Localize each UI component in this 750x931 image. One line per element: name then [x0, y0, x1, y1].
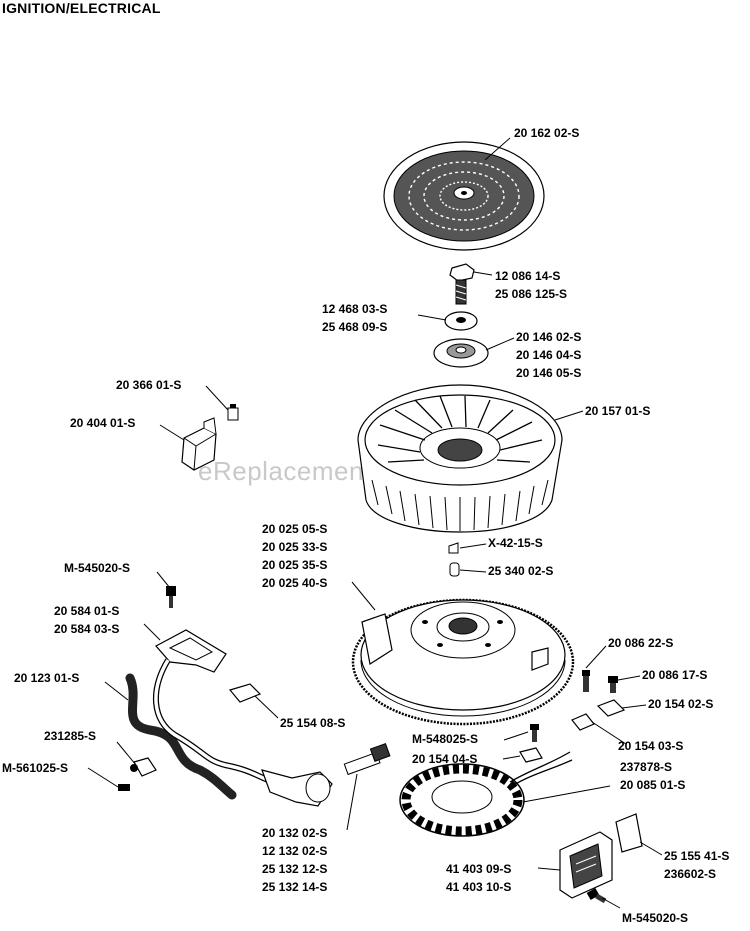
- label-25-132-14-s: 25 132 14-S: [262, 880, 327, 894]
- label-20-584-03-s: 20 584 03-S: [54, 622, 119, 636]
- label-12-132-02-s: 12 132 02-S: [262, 844, 327, 858]
- washer: [444, 311, 478, 331]
- label-m-561025-s: M-561025-S: [2, 761, 68, 775]
- label-20-085-01-s: 20 085 01-S: [620, 778, 685, 792]
- stator: [399, 751, 573, 837]
- label-20-025-35-s: 20 025 35-S: [262, 558, 327, 572]
- label-20-146-02-s: 20 146 02-S: [516, 330, 581, 344]
- screw-m548: [530, 724, 539, 742]
- cooling-fan: [357, 384, 563, 533]
- screw-200862: [582, 670, 590, 692]
- dowel-pin: [449, 562, 460, 577]
- label-20-132-02-s: 20 132 02-S: [262, 826, 327, 840]
- label-20-025-33-s: 20 025 33-S: [262, 540, 327, 554]
- spark-plug-boot: [261, 769, 333, 807]
- label-25-154-08-s: 25 154 08-S: [280, 716, 345, 730]
- spark-plug: [343, 742, 391, 776]
- ground-clip: [130, 757, 157, 777]
- label-20-086-17-s: 20 086 17-S: [642, 668, 707, 682]
- flywheel-key: [448, 542, 459, 554]
- label-25-086-125-s: 25 086 125-S: [495, 287, 567, 301]
- flywheel-screen: [383, 141, 545, 251]
- part-labels: 20 162 02-S 12 086 14-S 25 086 125-S 12 …: [2, 126, 729, 925]
- label-20-584-01-s: 20 584 01-S: [54, 604, 119, 618]
- label-20-146-05-s: 20 146 05-S: [516, 366, 581, 380]
- fan-retainer-cup: [433, 338, 489, 368]
- label-41-403-10-s: 41 403 10-S: [446, 880, 511, 894]
- wire-clip: [228, 683, 262, 703]
- label-25-468-09-s: 25 468 09-S: [322, 320, 387, 334]
- label-20-404-01-s: 20 404 01-S: [70, 416, 135, 430]
- label-25-155-41-s: 25 155 41-S: [664, 849, 729, 863]
- regulator-bracket: [615, 813, 643, 853]
- label-20-025-05-s: 20 025 05-S: [262, 522, 327, 536]
- page-title: IGNITION/ELECTRICAL: [2, 0, 161, 16]
- label-20-025-40-s: 20 025 40-S: [262, 576, 327, 590]
- relay-screw: [227, 404, 239, 421]
- label-m-545020-s-bottom: M-545020-S: [622, 911, 688, 925]
- fuel-line-tube: [125, 673, 237, 800]
- label-20-086-22-s: 20 086 22-S: [608, 636, 673, 650]
- label-m-548025-s: M-548025-S: [412, 732, 478, 746]
- wire-bracket: [155, 629, 227, 673]
- label-x-42-15-s: X-42-15-S: [488, 536, 543, 550]
- label-25-340-02-s: 25 340 02-S: [488, 564, 553, 578]
- label-236602-s: 236602-S: [664, 867, 716, 881]
- label-20-146-04-s: 20 146 04-S: [516, 348, 581, 362]
- screw-m545-bottom: [586, 888, 607, 904]
- clip-201544: [519, 747, 543, 763]
- flywheel: [351, 598, 575, 726]
- label-231285-s: 231285-S: [44, 729, 96, 743]
- regulator: [559, 831, 613, 899]
- label-20-154-04-s: 20 154 04-S: [412, 752, 477, 766]
- label-12-468-03-s: 12 468 03-S: [322, 302, 387, 316]
- screw-m545-top: [166, 586, 176, 608]
- label-12-086-14-s: 12 086 14-S: [495, 269, 560, 283]
- leader-lines: [87, 137, 663, 909]
- label-20-366-01-s: 20 366 01-S: [116, 378, 181, 392]
- label-41-403-09-s: 41 403 09-S: [446, 862, 511, 876]
- label-20-162-02-s: 20 162 02-S: [514, 126, 579, 140]
- label-25-132-12-s: 25 132 12-S: [262, 862, 327, 876]
- label-20-123-01-s: 20 123 01-S: [14, 671, 79, 685]
- label-20-154-03-s: 20 154 03-S: [618, 739, 683, 753]
- screw-200861: [608, 676, 618, 693]
- relay: [181, 417, 217, 471]
- ignition-lead: [153, 658, 270, 783]
- label-20-157-01-s: 20 157 01-S: [585, 404, 650, 418]
- screw-m561: [118, 784, 130, 791]
- clip-201543: [571, 713, 595, 731]
- flywheel-bolt: [449, 263, 475, 305]
- label-m-545020-s-top: M-545020-S: [64, 561, 130, 575]
- label-237878-s: 237878-S: [620, 760, 672, 774]
- label-20-154-02-s: 20 154 02-S: [648, 697, 713, 711]
- clip-201540: [596, 699, 626, 717]
